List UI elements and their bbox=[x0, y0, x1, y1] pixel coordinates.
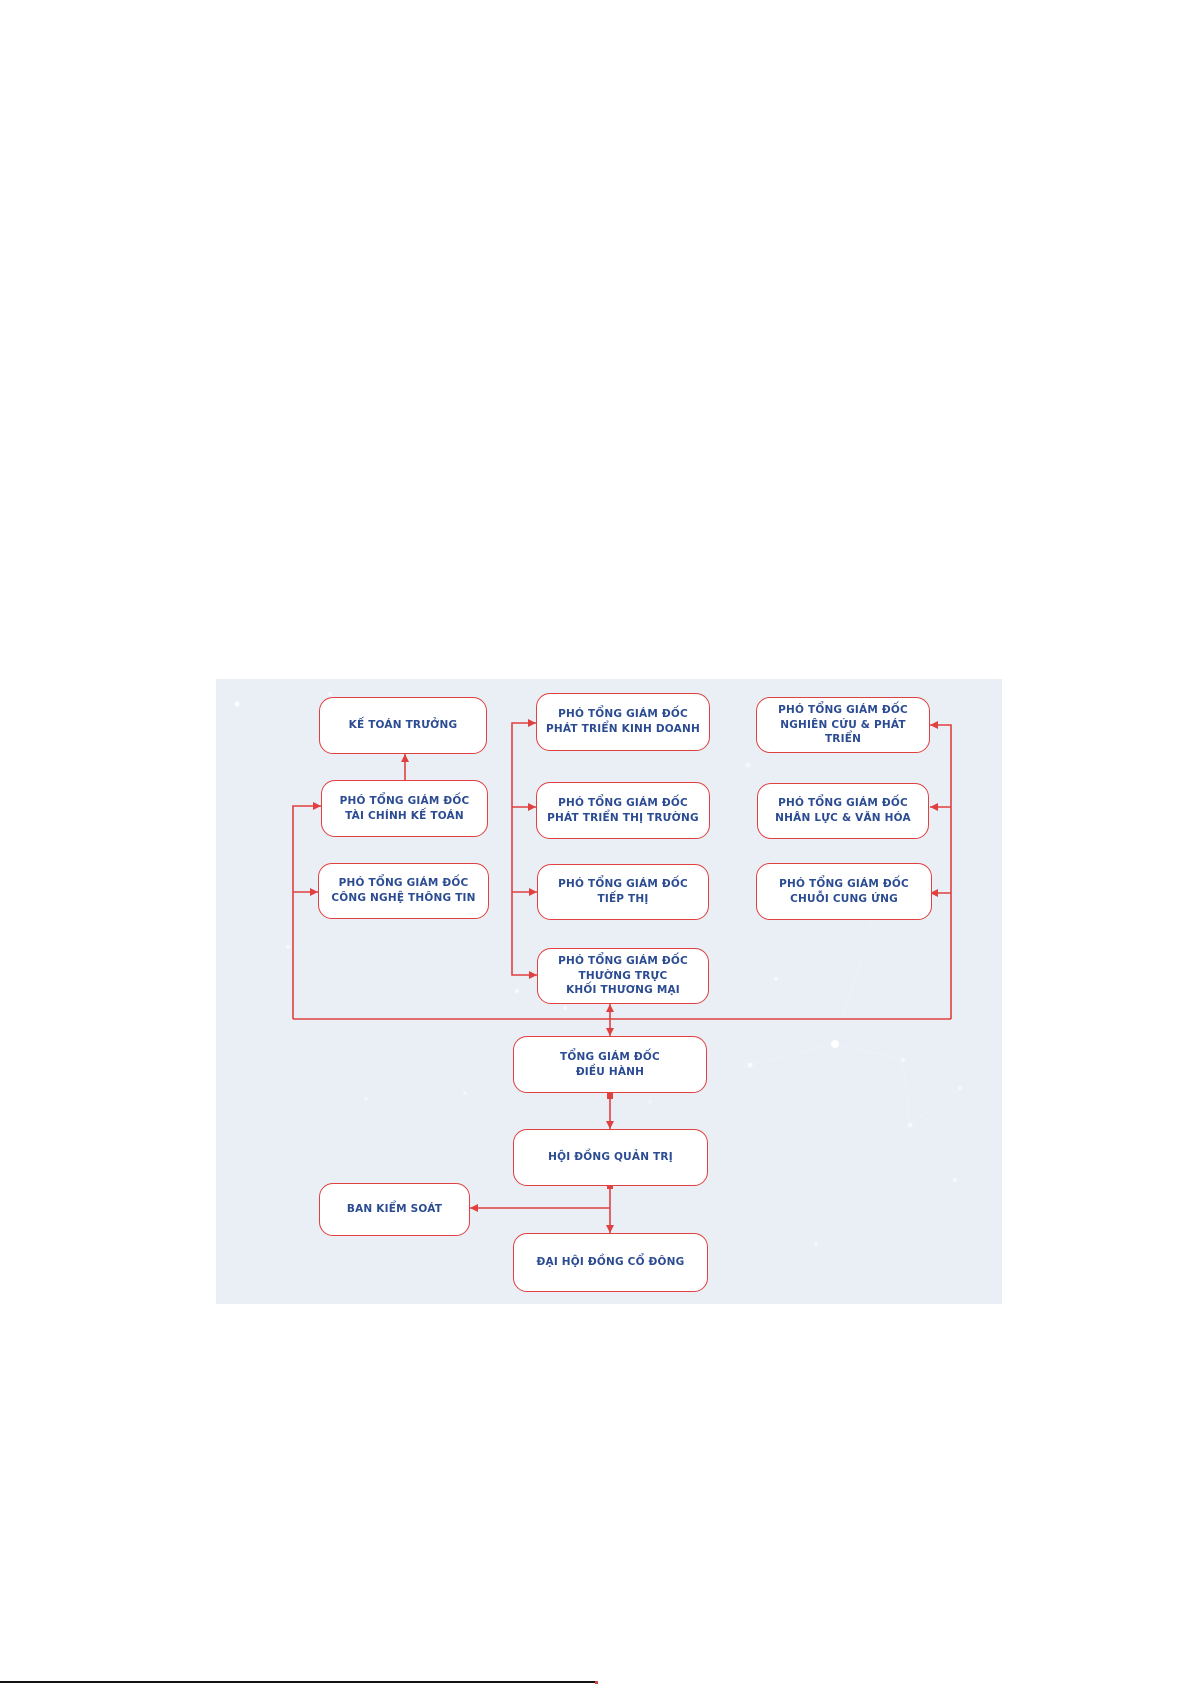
node-dai-hoi-dong-co-dong: ĐẠI HỘI ĐỒNG CỔ ĐÔNG bbox=[513, 1233, 708, 1292]
node-ban-kiem-soat: BAN KIỂM SOÁT bbox=[319, 1183, 470, 1236]
node-pho-tgd-chuoi-cung-ung: PHÓ TỔNG GIÁM ĐỐC CHUỖI CUNG ỨNG bbox=[756, 863, 932, 920]
node-pho-tgd-cong-nghe-thong-tin: PHÓ TỔNG GIÁM ĐỐC CÔNG NGHỆ THÔNG TIN bbox=[318, 863, 489, 919]
node-pho-tgd-tiep-thi: PHÓ TỔNG GIÁM ĐỐC TIẾP THỊ bbox=[537, 864, 709, 920]
background-links bbox=[749, 908, 961, 1126]
node-pho-tgd-nhan-luc-van-hoa: PHÓ TỔNG GIÁM ĐỐC NHÂN LỰC & VĂN HÓA bbox=[757, 783, 929, 839]
node-hoi-dong-quan-tri: HỘI ĐỒNG QUẢN TRỊ bbox=[513, 1129, 708, 1186]
footer-rule-end-mark bbox=[595, 1681, 598, 1684]
footer-rule bbox=[0, 1681, 595, 1683]
node-ke-toan-truong: KẾ TOÁN TRƯỞNG bbox=[319, 697, 487, 754]
arrow-markers bbox=[310, 719, 938, 1233]
node-pho-tgd-thuong-truc-khoi-thuong-mai: PHÓ TỔNG GIÁM ĐỐC THƯỜNG TRỰC KHỐI THƯƠN… bbox=[537, 948, 709, 1004]
node-tong-giam-doc-dieu-hanh: TỔNG GIÁM ĐỐC ĐIỀU HÀNH bbox=[513, 1036, 707, 1093]
org-chart-panel: KẾ TOÁN TRƯỞNG PHÓ TỔNG GIÁM ĐỐC TÀI CHÍ… bbox=[216, 679, 1002, 1304]
connector-lines bbox=[234, 692, 962, 1246]
node-pho-tgd-phat-trien-thi-truong: PHÓ TỔNG GIÁM ĐỐC PHÁT TRIỂN THỊ TRƯỜNG bbox=[536, 782, 710, 839]
node-pho-tgd-phat-trien-kinh-doanh: PHÓ TỔNG GIÁM ĐỐC PHÁT TRIỂN KINH DOANH bbox=[536, 693, 710, 751]
node-pho-tgd-tai-chinh-ke-toan: PHÓ TỔNG GIÁM ĐỐC TÀI CHÍNH KẾ TOÁN bbox=[321, 780, 488, 837]
node-pho-tgd-nghien-cuu-phat-trien: PHÓ TỔNG GIÁM ĐỐC NGHIÊN CỨU & PHÁT TRIỂ… bbox=[756, 697, 930, 753]
